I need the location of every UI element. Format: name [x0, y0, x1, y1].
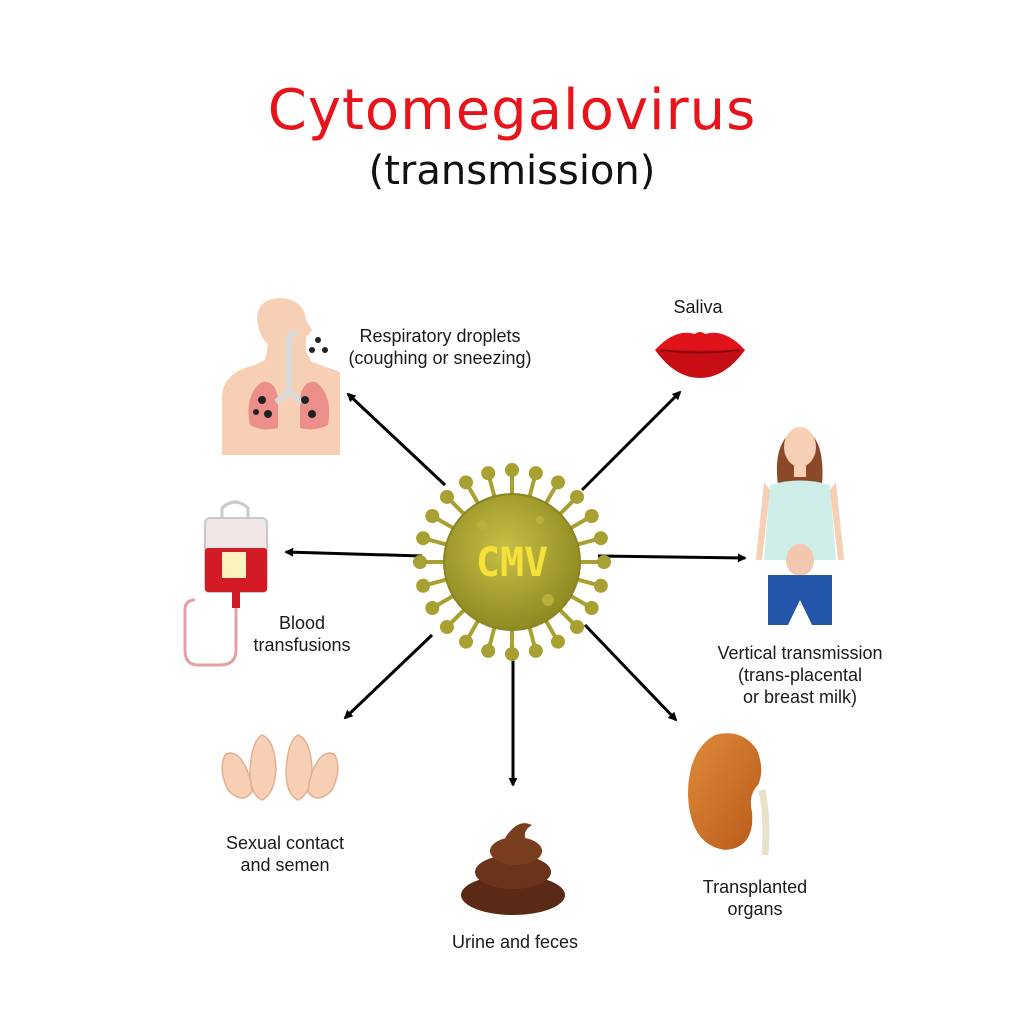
virus-spike-tip	[459, 475, 473, 490]
virus-spike-tip	[425, 509, 440, 523]
arrow-blood	[284, 547, 423, 558]
virus-spike-tip	[416, 531, 431, 546]
virus-label: CMV	[476, 540, 548, 586]
virus-spike-tip	[551, 634, 565, 649]
virus-spike-tip	[528, 643, 543, 658]
arrow-respiratory	[346, 392, 447, 487]
virus-spike-tip	[597, 555, 611, 569]
virus-spike-tip	[570, 489, 585, 504]
lips-icon	[655, 332, 745, 378]
virus-spike-tip	[439, 620, 454, 635]
virus-spike-tip	[584, 509, 599, 523]
virus-spike-tip	[570, 620, 585, 635]
virus-spike-tip	[413, 555, 427, 569]
arrows	[284, 390, 747, 787]
blood-bag-icon	[183, 500, 268, 667]
label-organs: Transplanted organs	[702, 877, 808, 919]
virus-spike-tip	[551, 475, 565, 490]
virus-spike-tip	[593, 531, 608, 546]
label-urine: Urine and feces	[451, 932, 579, 952]
label-blood: Blood transfusions	[253, 613, 351, 655]
virus-spike-tip	[425, 601, 440, 615]
virus-spike-tip	[459, 634, 473, 649]
virus-spike-tip	[528, 466, 543, 481]
cmv-virus-icon	[413, 463, 611, 661]
label-vertical: Vertical transmission (trans-placental o…	[717, 643, 883, 707]
virus-spike-tip	[481, 643, 496, 658]
virus-spike-tip	[505, 647, 519, 661]
page-subtitle: (transmission)	[368, 148, 656, 194]
label-sexual: Sexual contact and semen	[225, 833, 345, 875]
virus-spike-tip	[593, 578, 608, 593]
virus-spike-tip	[584, 601, 599, 615]
pregnant-woman-icon	[756, 427, 844, 625]
feces-icon	[461, 823, 565, 915]
label-saliva: Saliva	[673, 297, 723, 317]
arrow-organs	[583, 623, 678, 722]
arrow-saliva	[580, 390, 682, 492]
virus-spike-tip	[416, 578, 431, 593]
lungs-icon	[222, 298, 340, 455]
virus-spike-tip	[481, 466, 496, 481]
virus-spike-tip	[439, 489, 454, 504]
arrow-vertical	[597, 553, 747, 563]
kidney-icon	[688, 733, 770, 856]
virus-spike-tip	[505, 463, 519, 477]
label-respiratory: Respiratory droplets (coughing or sneezi…	[348, 326, 532, 368]
arrow-sexual	[343, 633, 434, 720]
page-title: Cytomegalovirus	[267, 78, 757, 143]
feet-icon	[221, 734, 339, 801]
